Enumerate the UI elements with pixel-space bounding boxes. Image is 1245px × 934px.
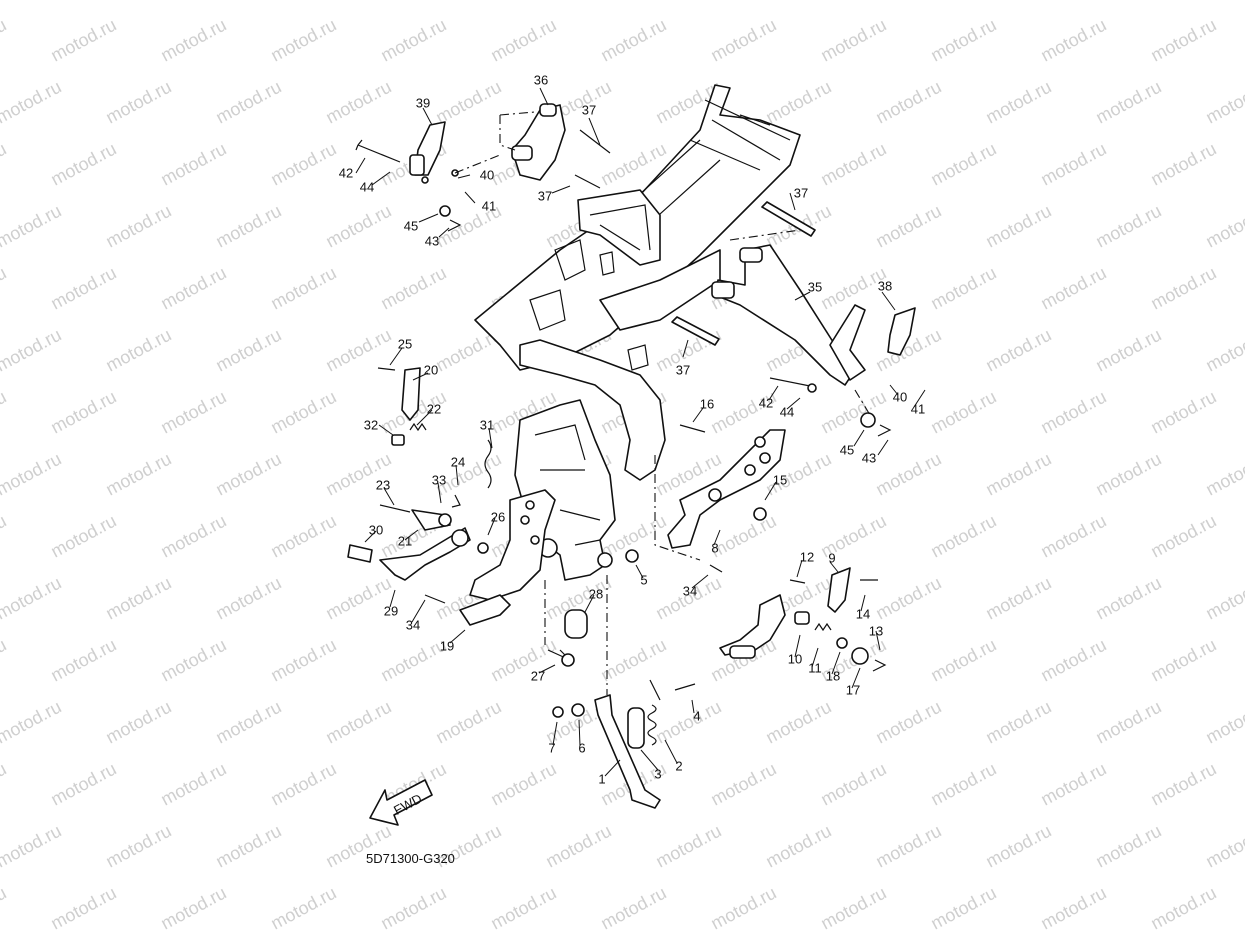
callout-40: 40 xyxy=(479,167,495,183)
callout-12: 12 xyxy=(799,549,815,565)
callout-22: 22 xyxy=(426,401,442,417)
callout-41: 41 xyxy=(481,198,497,214)
callout-43: 43 xyxy=(424,233,440,249)
callout-38: 38 xyxy=(877,278,893,294)
callout-36: 36 xyxy=(533,72,549,88)
callout-29: 29 xyxy=(383,603,399,619)
callout-37: 37 xyxy=(537,188,553,204)
callout-2: 2 xyxy=(675,758,683,774)
callout-16: 16 xyxy=(699,396,715,412)
callout-11: 11 xyxy=(808,660,822,676)
callout-30: 30 xyxy=(368,522,384,538)
callout-42: 42 xyxy=(338,165,354,181)
callout-10: 10 xyxy=(787,651,803,667)
callout-42: 42 xyxy=(758,395,774,411)
footrest-shift-group xyxy=(625,424,887,672)
callout-43: 43 xyxy=(861,450,877,466)
callout-40: 40 xyxy=(892,389,908,405)
callout-44: 44 xyxy=(359,179,375,195)
callout-17: 17 xyxy=(845,682,861,698)
callout-31: 31 xyxy=(479,417,495,433)
callout-26: 26 xyxy=(490,509,506,525)
callout-45: 45 xyxy=(839,442,855,458)
callout-20: 20 xyxy=(423,362,439,378)
callout-1: 1 xyxy=(598,771,606,787)
callout-14: 14 xyxy=(855,606,871,622)
fwd-arrow: FWD xyxy=(369,779,433,826)
callout-18: 18 xyxy=(825,668,841,684)
callout-37: 37 xyxy=(675,362,691,378)
callout-35: 35 xyxy=(807,279,823,295)
callout-34: 34 xyxy=(405,617,421,633)
callout-37: 37 xyxy=(581,102,597,118)
callout-19: 19 xyxy=(439,638,455,654)
drawing-code: 5D71300-G320 xyxy=(366,851,455,866)
callout-32: 32 xyxy=(363,417,379,433)
callout-7: 7 xyxy=(548,740,556,756)
callout-5: 5 xyxy=(640,572,648,588)
callout-15: 15 xyxy=(772,472,788,488)
left-rear-bracket xyxy=(355,103,816,237)
callout-21: 21 xyxy=(397,533,413,549)
callout-44: 44 xyxy=(779,404,795,420)
callout-28: 28 xyxy=(588,586,604,602)
callout-27: 27 xyxy=(530,668,546,684)
callout-13: 13 xyxy=(868,623,884,639)
callout-23: 23 xyxy=(375,477,391,493)
main-frame xyxy=(474,84,801,581)
callout-33: 33 xyxy=(431,472,447,488)
callout-34: 34 xyxy=(682,583,698,599)
brake-pedal-group xyxy=(347,367,588,667)
callout-6: 6 xyxy=(578,740,586,756)
callout-4: 4 xyxy=(693,708,701,724)
callout-45: 45 xyxy=(403,218,419,234)
callout-3: 3 xyxy=(654,766,662,782)
callout-25: 25 xyxy=(397,336,413,352)
callout-41: 41 xyxy=(910,401,926,417)
right-rear-bracket xyxy=(671,229,916,437)
leader-lines xyxy=(355,87,926,777)
callout-24: 24 xyxy=(450,454,466,470)
callout-8: 8 xyxy=(711,540,719,556)
callout-37: 37 xyxy=(793,185,809,201)
side-stand-group xyxy=(552,575,696,809)
callout-9: 9 xyxy=(828,550,836,566)
callout-39: 39 xyxy=(415,95,431,111)
